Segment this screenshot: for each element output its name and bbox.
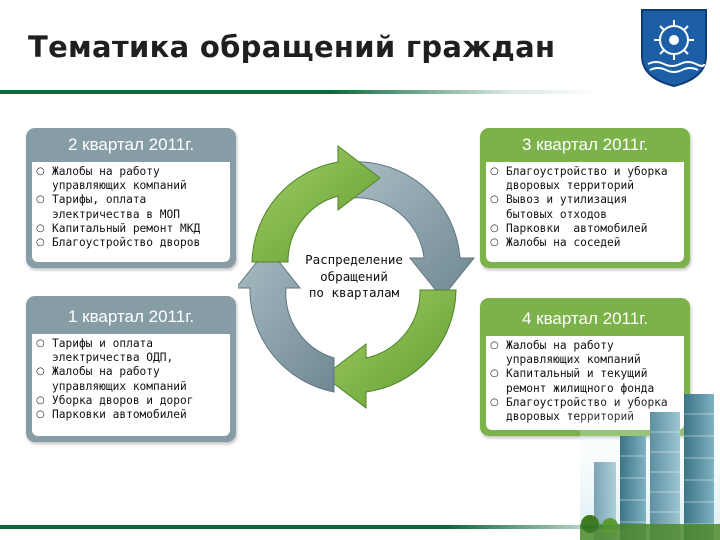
list-item-text: Жалобы на работу управляющих компаний (506, 339, 641, 367)
bullet-circle-icon: ○ (36, 338, 45, 349)
bottom-divider (0, 525, 640, 529)
cycle-arrows-diagram (238, 144, 476, 410)
cycle-arrow-bottom-left (238, 247, 335, 393)
cycle-arrow-bottom-right (323, 289, 457, 410)
list-item-text: Уборка дворов и дорог (52, 393, 194, 407)
list-item: ○ Капитальный ремонт МКД (36, 222, 226, 236)
list-item: ○ Парковки автомобилей (36, 408, 226, 422)
quarter-2-list: ○ Жалобы на работу управляющих компаний ○ Т… (32, 162, 230, 252)
quarter-1-box: 1 квартал 2011г. ○ Тарифы и оплата электр… (26, 296, 236, 442)
quarter-3-list: ○ Благоустройство и уборка дворовых терри… (486, 162, 684, 252)
bullet-circle-icon: ○ (36, 237, 45, 249)
list-item-text: Тарифы, оплата электричества в МОП (52, 193, 180, 221)
quarter-1-body: ○ Тарифы и оплата электричества ОДП, ○ Жало… (32, 334, 230, 436)
list-item: ○ Тарифы и оплата электричества ОДП, (36, 337, 226, 365)
list-item-text: Жалобы на работу управляющих компаний (52, 365, 187, 393)
quarter-2-body: ○ Жалобы на работу управляющих компаний ○ Т… (32, 162, 230, 262)
bullet-circle-icon: ○ (36, 409, 45, 421)
bullet-circle-icon: ○ (490, 237, 499, 249)
bullet-circle-icon: ○ (490, 396, 499, 408)
list-item-text: Парковки автомобилей (506, 221, 648, 235)
quarter-2-box: 2 квартал 2011г. ○ Жалобы на работу управ… (26, 128, 236, 268)
list-item: ○ Благоустройство и уборка дворовых терри… (490, 165, 680, 193)
list-item-text: Тарифы и оплата электричества ОДП, (52, 337, 174, 365)
list-item-text: Вывоз и утилизация бытовых отходов (506, 193, 628, 221)
bullet-circle-icon: ○ (490, 166, 499, 177)
list-item-text: Жалобы на соседей (506, 236, 621, 250)
list-item: ○ Жалобы на работу управляющих компаний (490, 339, 680, 367)
list-item: ○ Парковки автомобилей (490, 222, 680, 236)
quarter-3-body: ○ Благоустройство и уборка дворовых терри… (486, 162, 684, 262)
bullet-circle-icon: ○ (490, 340, 499, 351)
quarter-3-title: 3 квартал 2011г. (521, 135, 649, 154)
quarter-2-title: 2 квартал 2011г. (67, 135, 195, 154)
cycle-arrow-top-left (251, 144, 381, 263)
bullet-circle-icon: ○ (36, 166, 45, 177)
quarter-3-box: 3 квартал 2011г. ○ Благоустройство и убор… (480, 128, 690, 268)
list-item-text: Капитальный ремонт МКД (52, 221, 201, 235)
list-item: ○ Капитальный и текущий ремонт жилищного … (490, 367, 680, 395)
list-item: ○ Благоустройство дворов (36, 236, 226, 250)
cycle-arrow-top-right (349, 161, 476, 299)
quarter-1-list: ○ Тарифы и оплата электричества ОДП, ○ Жало… (32, 334, 230, 424)
list-item-text: Парковки автомобилей (52, 408, 187, 422)
list-item: ○ Вывоз и утилизация бытовых отходов (490, 193, 680, 221)
list-item-text: Благоустройство и уборка дворовых террит… (506, 165, 668, 193)
quarter-4-title: 4 квартал 2011г. (521, 309, 649, 328)
list-item: ○ Уборка дворов и дорог (36, 394, 226, 408)
list-item-text: Жалобы на работу управляющих компаний (52, 165, 187, 193)
list-item: ○ Жалобы на работу управляющих компаний (36, 165, 226, 193)
list-item: ○ Жалобы на работу управляющих компаний (36, 365, 226, 393)
cycle-center-label: Распределение обращений по кварталам (305, 252, 403, 300)
bullet-circle-icon: ○ (36, 394, 45, 406)
quarter-1-title: 1 квартал 2011г. (67, 307, 195, 326)
bullet-circle-icon: ○ (490, 368, 499, 380)
list-item: ○ Тарифы, оплата электричества в МОП (36, 193, 226, 221)
bullet-circle-icon: ○ (36, 194, 45, 206)
buildings-illustration (580, 392, 720, 540)
coat-of-arms-icon (641, 9, 707, 88)
page-title: Тематика обращений граждан (28, 30, 556, 64)
bullet-circle-icon: ○ (490, 194, 499, 206)
bullet-circle-icon: ○ (36, 366, 45, 378)
list-item-text: Благоустройство дворов (52, 236, 201, 250)
title-divider (0, 90, 600, 94)
list-item: ○ Жалобы на соседей (490, 236, 680, 250)
list-item-text: Капитальный и текущий ремонт жилищного ф… (506, 367, 655, 395)
bullet-circle-icon: ○ (490, 222, 499, 234)
bullet-circle-icon: ○ (36, 222, 45, 234)
